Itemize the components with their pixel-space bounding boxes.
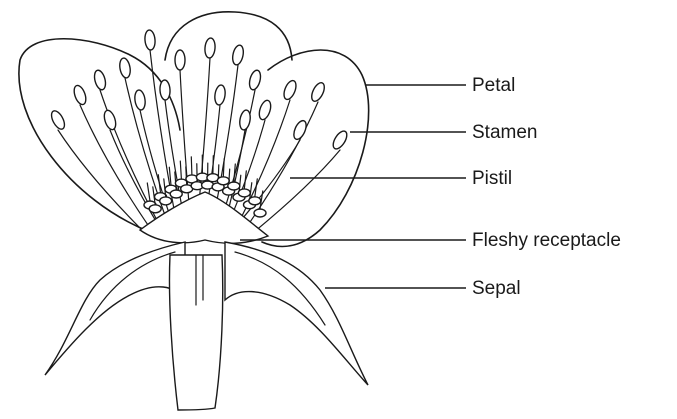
- stamen-anther: [291, 119, 308, 141]
- pistil-ovary: [217, 177, 229, 185]
- sepal-right: [225, 242, 368, 385]
- stamen-anther: [231, 44, 245, 66]
- label-pistil: Pistil: [472, 168, 512, 189]
- stamen-anther: [204, 38, 216, 59]
- pistil-ovary: [170, 190, 182, 198]
- pistil-ovary: [149, 205, 161, 213]
- stamen-anther: [134, 89, 147, 110]
- labels: Petal Stamen Pistil Fleshy receptacle Se…: [472, 75, 621, 299]
- stamen-filament: [198, 58, 210, 214]
- label-petal: Petal: [472, 75, 515, 96]
- stamen-anther: [330, 129, 349, 151]
- stamen-filament: [236, 140, 300, 226]
- pistil-ovary: [160, 197, 172, 205]
- stamen-anther: [214, 84, 227, 105]
- stamen-anther: [72, 84, 88, 106]
- stamen-anther: [144, 30, 156, 51]
- petal-right: [262, 50, 369, 246]
- pistil-ovary: [238, 189, 250, 197]
- label-sepal: Sepal: [472, 278, 521, 299]
- stamen-anther: [309, 81, 327, 103]
- pistil-style: [191, 157, 192, 175]
- stamen-anther: [248, 69, 263, 91]
- stamen-anther: [102, 109, 118, 131]
- sepal-left: [45, 242, 185, 375]
- stamen-anther: [175, 50, 185, 70]
- stamen-anther: [257, 99, 273, 121]
- pistil-style: [147, 183, 150, 201]
- stamen-anther: [238, 109, 251, 130]
- label-stamen: Stamen: [472, 122, 537, 143]
- pistil-ovary: [249, 197, 261, 205]
- stamen-anther: [49, 109, 67, 131]
- stamen-anther: [93, 69, 108, 91]
- stamen-anther: [118, 57, 131, 78]
- sepals: [45, 242, 368, 410]
- pistil-style: [180, 161, 181, 179]
- pistil-ovary: [228, 182, 240, 190]
- label-receptacle: Fleshy receptacle: [472, 230, 621, 251]
- pistil-ovary: [254, 209, 266, 217]
- stamen-anther: [282, 79, 299, 101]
- stamen-anther: [159, 80, 170, 100]
